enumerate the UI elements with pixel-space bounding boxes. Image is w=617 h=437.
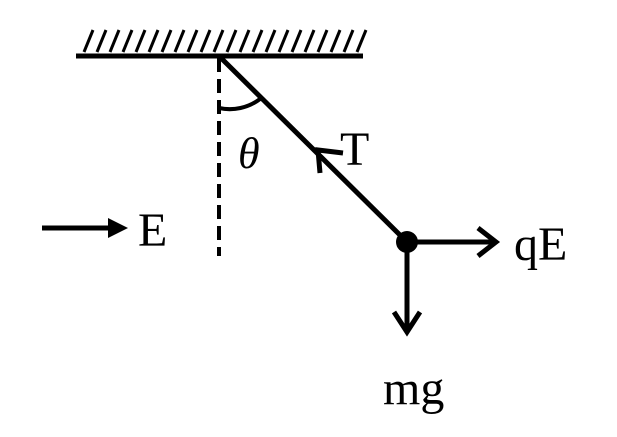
hatch-mark [212,29,225,53]
hatch-mark [121,29,134,53]
field-label: E [138,204,167,257]
angle-label: θ [238,129,260,178]
hatch-mark [134,29,147,53]
hatch-mark [342,29,355,53]
hatch-mark [173,29,186,53]
hatch-mark [108,29,121,53]
weight-arrow [391,242,423,337]
hatch-mark [251,29,264,53]
hatch-mark [277,29,290,53]
hatch-mark [316,29,329,53]
pendulum-string [219,56,409,244]
hatch-mark [82,29,95,53]
hatch-mark [186,29,199,53]
hatch-mark [303,29,316,53]
ceiling-support [76,29,368,59]
hatch-mark [225,29,238,53]
hatch-mark [238,29,251,53]
angle-arc [218,97,262,112]
electric-force-label: qE [514,218,567,271]
field-arrow [42,218,128,238]
electric-force-arrow [407,226,501,258]
hatch-mark [147,29,160,53]
tension-label: T [340,123,369,176]
hatch-mark [199,29,212,53]
hatch-mark [329,29,342,53]
weight-label: mg [383,362,444,415]
hatch-mark [355,29,368,53]
ceiling-hatching [82,29,368,53]
tension-arrowhead [315,147,344,174]
hatch-mark [264,29,277,53]
hatch-mark [95,29,108,53]
hatch-mark [290,29,303,53]
hatch-mark [160,29,173,53]
